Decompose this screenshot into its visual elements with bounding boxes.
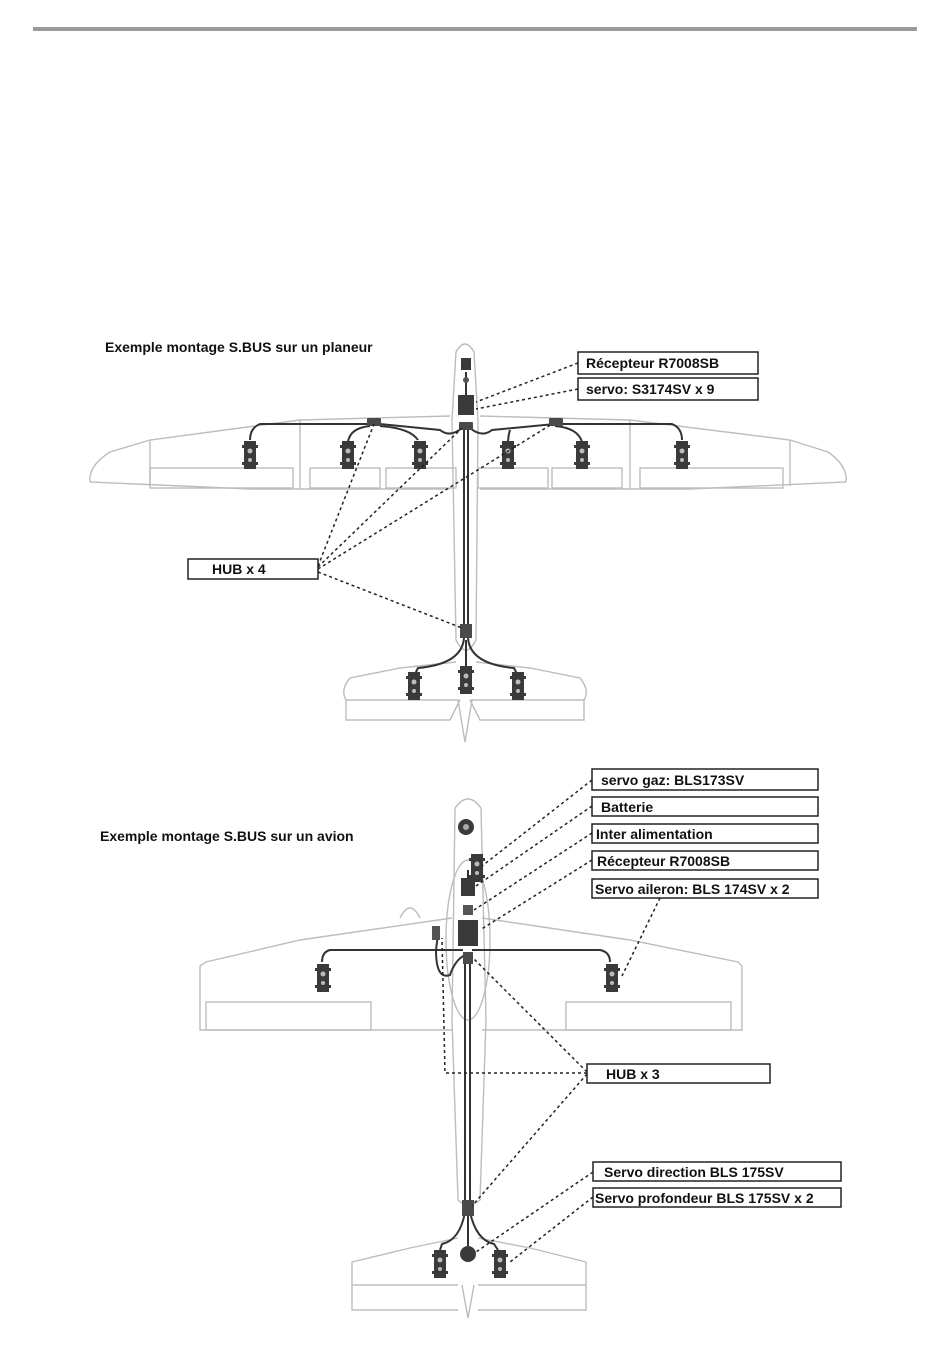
servo-icon — [406, 672, 422, 700]
glider-label-servos: servo: S3174SV x 9 — [578, 378, 758, 400]
servo-icon — [574, 441, 590, 469]
plane-label-battery: Batterie — [592, 797, 818, 816]
servo-icon — [510, 672, 526, 700]
svg-text:Récepteur R7008SB: Récepteur R7008SB — [597, 853, 730, 869]
glider-hub-icon — [460, 624, 472, 638]
svg-text:Batterie: Batterie — [601, 799, 653, 815]
plane-label-switch: Inter alimentation — [592, 824, 818, 843]
svg-text:HUB x 3: HUB x 3 — [606, 1066, 660, 1082]
plane-diagram: Exemple montage S.BUS sur un avion — [100, 769, 841, 1318]
svg-text:Servo direction BLS 175SV: Servo direction BLS 175SV — [604, 1164, 784, 1180]
svg-text:Récepteur R7008SB: Récepteur R7008SB — [586, 355, 719, 371]
svg-text:Servo profondeur BLS 175SV x 2: Servo profondeur BLS 175SV x 2 — [595, 1190, 814, 1206]
svg-text:Inter alimentation: Inter alimentation — [596, 826, 713, 842]
servo-icon — [492, 1250, 508, 1278]
rudder-servo-icon — [460, 1246, 476, 1262]
servo-icon — [315, 964, 331, 992]
servo-icon — [458, 666, 474, 694]
servo-icon — [340, 441, 356, 469]
plane-hub-icon — [462, 1200, 474, 1216]
svg-text:HUB x 4: HUB x 4 — [212, 561, 266, 577]
glider-caption: Exemple montage S.BUS sur un planeur — [105, 339, 373, 355]
svg-text:servo: S3174SV x 9: servo: S3174SV x 9 — [586, 381, 715, 397]
glider-label-receiver: Récepteur R7008SB — [578, 352, 758, 374]
servo-icon — [432, 1250, 448, 1278]
battery-icon — [461, 878, 475, 896]
plane-label-hubs: HUB x 3 — [587, 1064, 770, 1083]
glider-switch-icon — [463, 377, 469, 383]
svg-text:servo gaz: BLS173SV: servo gaz: BLS173SV — [601, 772, 745, 788]
servo-icon — [412, 441, 428, 469]
plane-label-receiver: Récepteur R7008SB — [592, 851, 818, 870]
servo-icon — [674, 441, 690, 469]
plane-hub-icon — [463, 952, 473, 964]
plane-hub-icon — [432, 926, 440, 940]
plane-label-throttle: servo gaz: BLS173SV — [592, 769, 818, 790]
glider-nose-component-icon — [461, 358, 471, 370]
plane-receiver-icon — [458, 920, 478, 946]
page-top-rule — [33, 27, 917, 31]
glider-diagram: Exemple montage S.BUS sur un planeur — [90, 339, 846, 742]
plane-label-aileron: Servo aileron: BLS 174SV x 2 — [592, 879, 818, 898]
plane-label-elevator: Servo profondeur BLS 175SV x 2 — [593, 1188, 841, 1207]
glider-leader-lines — [318, 363, 578, 628]
servo-icon — [469, 854, 485, 882]
servo-icon — [242, 441, 258, 469]
plane-propeller-hub-icon — [463, 824, 469, 830]
plane-caption: Exemple montage S.BUS sur un avion — [100, 828, 354, 844]
plane-label-rudder: Servo direction BLS 175SV — [593, 1162, 841, 1181]
servo-icon — [604, 964, 620, 992]
switch-icon — [463, 905, 473, 915]
glider-label-hubs: HUB x 4 — [188, 559, 318, 579]
glider-hub-icon — [549, 418, 563, 426]
svg-text:Servo aileron: BLS 174SV x 2: Servo aileron: BLS 174SV x 2 — [595, 881, 790, 897]
glider-receiver-icon — [458, 395, 474, 415]
